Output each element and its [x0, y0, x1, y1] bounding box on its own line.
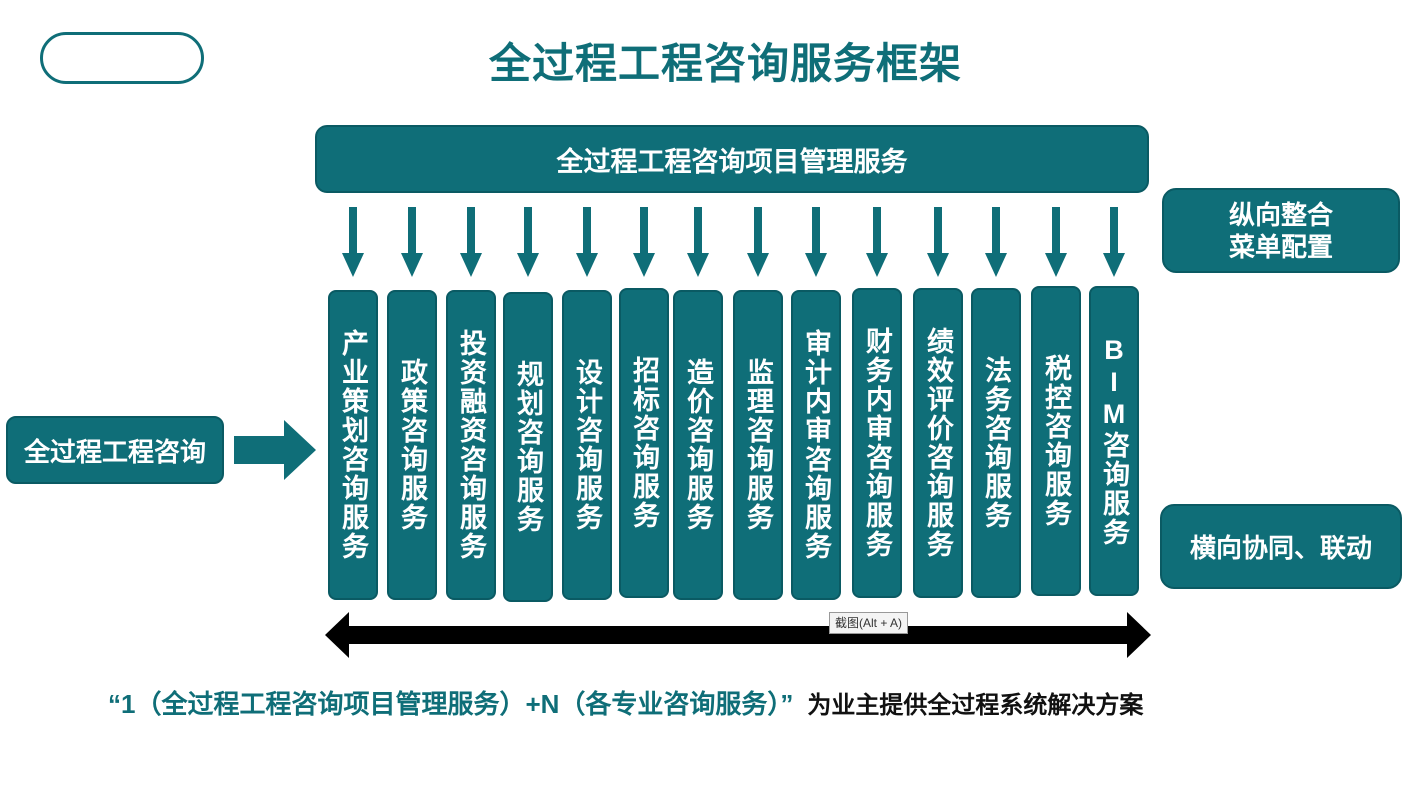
down-arrow-icon [342, 207, 364, 277]
decorative-badge [40, 32, 204, 84]
service-label: 设计咨询服务 [572, 358, 602, 532]
service-column: 监理咨询服务 [733, 290, 783, 600]
service-column: 设计咨询服务 [562, 290, 612, 600]
horizontal-collaboration-box: 横向协同、联动 [1160, 504, 1402, 589]
service-label: 审计内审咨询服务 [801, 329, 831, 561]
footer-formula: “1（全过程工程咨询项目管理服务）+N（各专业咨询服务）” [108, 689, 794, 719]
service-column: 产业策划咨询服务 [328, 290, 378, 600]
service-column: 政策咨询服务 [387, 290, 437, 600]
down-arrow-icon [460, 207, 482, 277]
service-column: 投资融资咨询服务 [446, 290, 496, 600]
vertical-integration-line-1: 纵向整合 [1228, 199, 1333, 230]
down-arrow-icon [1103, 207, 1125, 277]
service-label: 监理咨询服务 [743, 358, 773, 532]
footer-statement: “1（全过程工程咨询项目管理服务）+N（各专业咨询服务）” 为业主提供全过程系统解… [108, 684, 1143, 721]
down-arrow-icon [927, 207, 949, 277]
down-arrow-icon [1045, 207, 1067, 277]
right-arrow-icon [234, 420, 316, 480]
down-arrow-icon [805, 207, 827, 277]
vertical-integration-box: 纵向整合 菜单配置 [1162, 188, 1400, 273]
screenshot-tooltip: 截图(Alt + A) [829, 612, 909, 634]
down-arrow-icon [866, 207, 888, 277]
whole-process-consulting-box: 全过程工程咨询 [6, 416, 224, 484]
service-label: 造价咨询服务 [683, 358, 713, 532]
service-label: 规划咨询服务 [513, 360, 543, 534]
footer-solution: 为业主提供全过程系统解决方案 [807, 692, 1144, 719]
service-label: 法务咨询服务 [981, 356, 1011, 530]
service-column: BIM咨询服务 [1089, 286, 1139, 596]
service-label: 政策咨询服务 [397, 358, 427, 532]
service-column: 财务内审咨询服务 [852, 288, 902, 598]
service-column: 审计内审咨询服务 [791, 290, 841, 600]
bidirectional-arrow-icon [325, 612, 1151, 658]
down-arrow-icon [747, 207, 769, 277]
project-management-bar: 全过程工程咨询项目管理服务 [315, 125, 1149, 193]
service-column: 绩效评价咨询服务 [913, 288, 963, 598]
service-label: 税控咨询服务 [1041, 354, 1071, 528]
service-label: 产业策划咨询服务 [338, 329, 368, 561]
service-label: 招标咨询服务 [629, 356, 659, 530]
service-column: 税控咨询服务 [1031, 286, 1081, 596]
down-arrow-icon [576, 207, 598, 277]
service-column: 招标咨询服务 [619, 288, 669, 598]
vertical-integration-line-2: 菜单配置 [1228, 231, 1333, 262]
service-label: 投资融资咨询服务 [456, 329, 486, 561]
down-arrow-icon [985, 207, 1007, 277]
down-arrow-icon [633, 207, 655, 277]
service-column: 造价咨询服务 [673, 290, 723, 600]
down-arrow-icon [401, 207, 423, 277]
service-label: 财务内审咨询服务 [862, 327, 892, 559]
service-column: 规划咨询服务 [503, 292, 553, 602]
service-label: BIM咨询服务 [1099, 335, 1129, 547]
service-column: 法务咨询服务 [971, 288, 1021, 598]
service-label: 绩效评价咨询服务 [923, 327, 953, 559]
page-title: 全过程工程咨询服务框架 [488, 40, 962, 87]
down-arrow-icon [517, 207, 539, 277]
down-arrow-icon [687, 207, 709, 277]
